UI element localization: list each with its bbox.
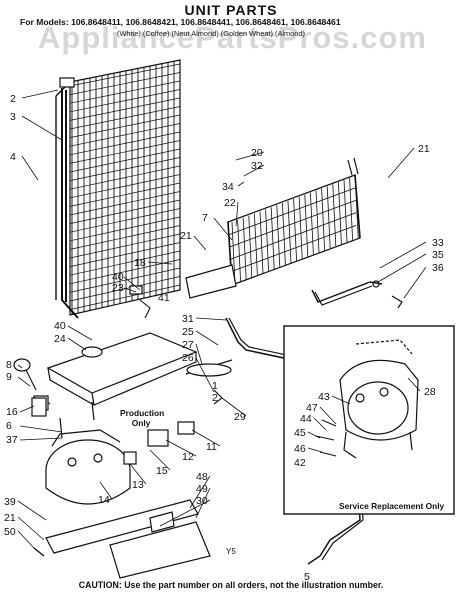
callout-47: 47 (306, 402, 318, 414)
callout-28: 28 (424, 386, 436, 398)
accumulator-27 (186, 363, 232, 377)
callout-46: 46 (294, 443, 306, 455)
callout-25: 25 (182, 326, 194, 338)
callout-18: 18 (134, 257, 146, 269)
bracket (185, 264, 237, 299)
diagram-title: UNIT PARTS (184, 2, 278, 18)
callout-2b: 2 (212, 392, 218, 404)
callout-21a: 21 (418, 143, 430, 155)
callout-20: 20 (251, 147, 263, 159)
compressor (45, 429, 131, 505)
callout-24: 24 (54, 333, 66, 345)
clip-36 (372, 280, 380, 288)
heater-tube (311, 281, 383, 303)
callout-14: 14 (98, 494, 110, 506)
callout-40b: 40 (54, 320, 66, 332)
callout-35: 35 (432, 249, 444, 261)
callout-27: 27 (182, 339, 194, 351)
model-colors: (White) (Coffee) (Neut Almond) (Golden W… (117, 29, 305, 38)
callout-43: 43 (318, 391, 330, 403)
service-compressor (339, 339, 419, 459)
production-only-label: Production Only (120, 408, 165, 428)
callout-36: 36 (432, 262, 444, 274)
callout-45: 45 (294, 427, 306, 439)
callout-15: 15 (156, 465, 168, 477)
callout-42: 42 (294, 457, 306, 469)
evaporator-coil (227, 157, 361, 286)
callout-40a: 40 (112, 271, 124, 283)
callout-6: 6 (6, 420, 12, 432)
callout-41: 41 (158, 292, 170, 304)
watermark: AppliancePartsPros.com (38, 20, 427, 55)
callout-13: 13 (132, 479, 144, 491)
callout-31: 31 (182, 313, 194, 325)
marker-text: Y5 (226, 547, 236, 556)
drain-pan (46, 332, 198, 407)
callout-3: 3 (10, 111, 16, 123)
callout-12: 12 (182, 451, 194, 463)
callout-16: 16 (6, 406, 18, 418)
callout-44: 44 (300, 413, 312, 425)
callout-1: 1 (212, 380, 218, 392)
caution-note: CAUTION: Use the part number on all orde… (78, 580, 384, 590)
callout-7: 7 (202, 212, 208, 224)
base-frame (33, 499, 211, 579)
callout-21c: 21 (4, 512, 16, 524)
callout-29: 29 (234, 411, 246, 423)
callout-50: 50 (4, 526, 16, 538)
callout-48: 48 (196, 471, 208, 483)
callout-39: 39 (4, 496, 16, 508)
callout-26: 26 (182, 352, 194, 364)
callout-2: 2 (10, 93, 16, 105)
callout-30: 30 (196, 495, 208, 507)
callout-8: 8 (6, 359, 12, 371)
callout-37: 37 (6, 434, 18, 446)
callout-32: 32 (251, 160, 263, 172)
callout-23: 23 (112, 282, 124, 294)
callout-21b: 21 (180, 230, 192, 242)
callout-49: 49 (196, 483, 208, 495)
callout-9: 9 (6, 371, 12, 383)
callout-4: 4 (10, 151, 16, 163)
callout-34: 34 (222, 181, 234, 193)
callout-22: 22 (224, 197, 236, 209)
callout-5: 5 (304, 571, 310, 583)
callout-11: 11 (206, 441, 217, 453)
model-list: For Models: 106.8648411, 106.8648421, 10… (20, 17, 341, 27)
condenser-coil (55, 59, 181, 319)
callout-33: 33 (432, 237, 444, 249)
service-replacement-label: Service Replacement Only (339, 501, 445, 511)
